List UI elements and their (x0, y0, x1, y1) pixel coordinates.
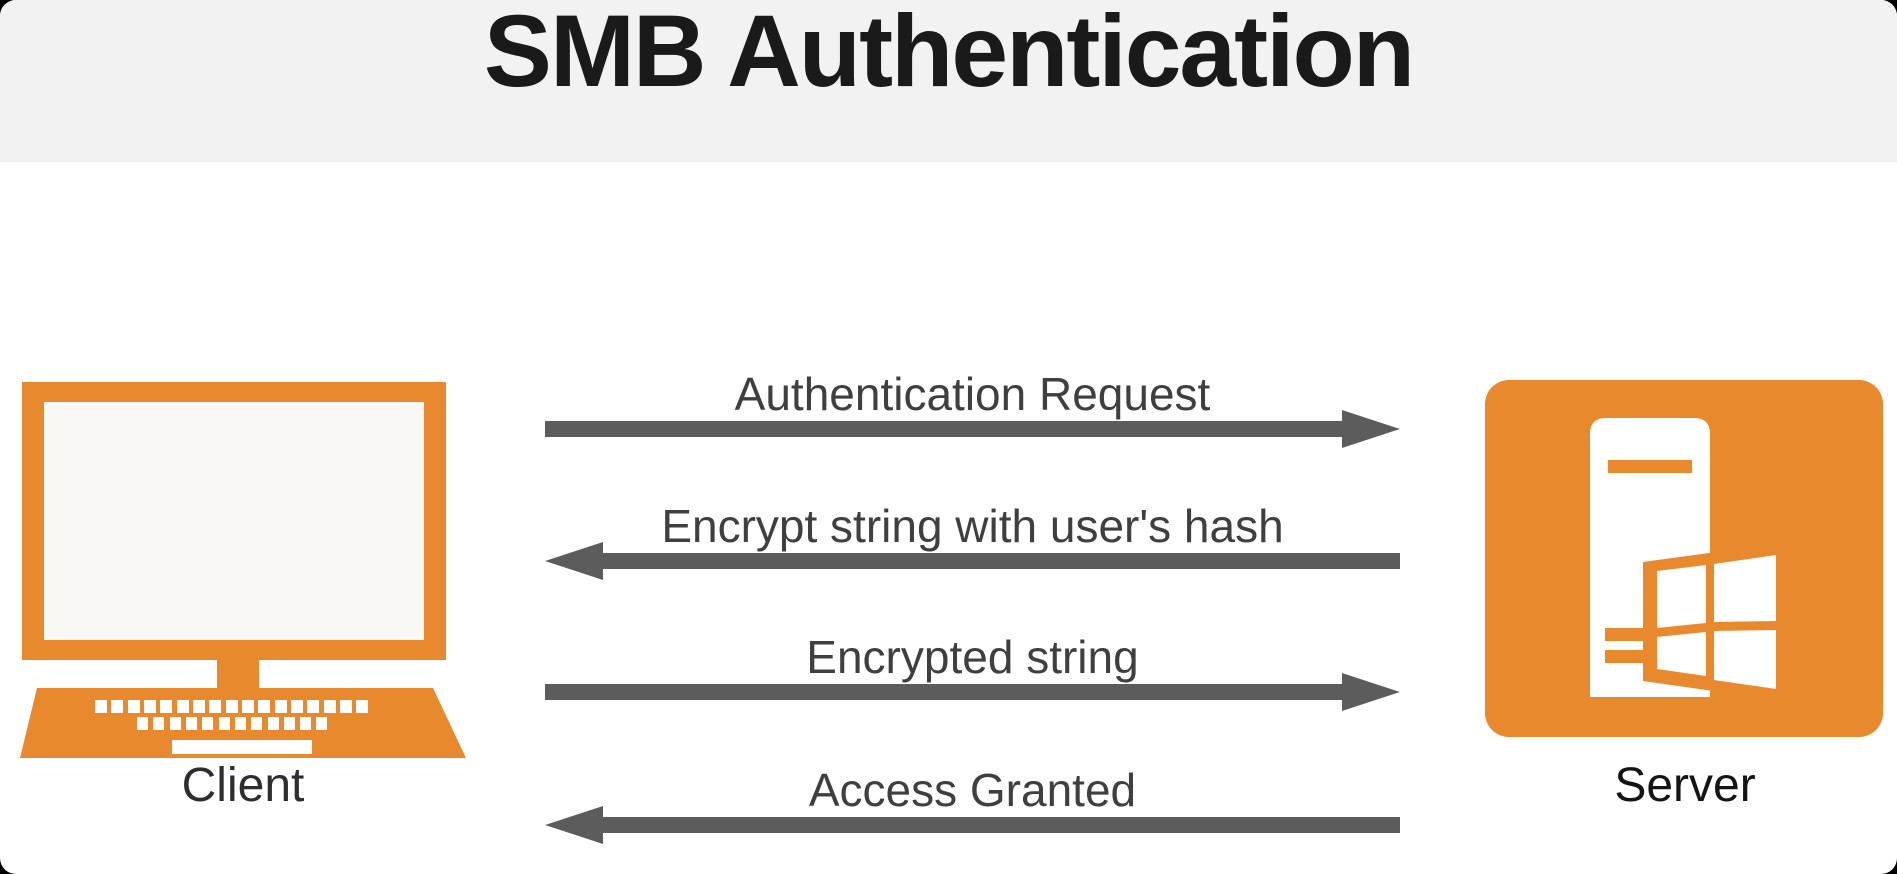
message-access-granted: Access Granted (545, 763, 1400, 855)
arrow-shaft (545, 421, 1350, 437)
laptop-computer-icon (20, 382, 466, 758)
windows-server-icon (1485, 380, 1883, 737)
message-authentication-request: Authentication Request (545, 367, 1400, 459)
arrow-shaft (595, 817, 1400, 833)
arrow-head-left-icon (545, 542, 603, 580)
client-node (18, 380, 468, 760)
message-label: Access Granted (808, 764, 1137, 816)
header-band: SMB Authentication (0, 0, 1897, 162)
client-label: Client (181, 759, 305, 812)
arrow-shaft (595, 553, 1400, 569)
arrow-shaft (545, 684, 1350, 700)
message-label: Authentication Request (734, 368, 1211, 420)
message-label: Encrypt string with user's hash (661, 500, 1284, 552)
keyboard-keys (95, 700, 368, 754)
arrow-head-right-icon (1342, 673, 1400, 711)
diagram-title: SMB Authentication (483, 0, 1415, 108)
message-label: Encrypted string (806, 631, 1139, 683)
message-encrypt-string-with-users-hash: Encrypt string with user's hash (545, 499, 1400, 591)
arrow-head-left-icon (545, 806, 603, 844)
arrow-head-right-icon (1342, 410, 1400, 448)
message-encrypted-string: Encrypted string (545, 630, 1400, 722)
server-node (1485, 380, 1885, 738)
server-label: Server (1614, 759, 1756, 812)
